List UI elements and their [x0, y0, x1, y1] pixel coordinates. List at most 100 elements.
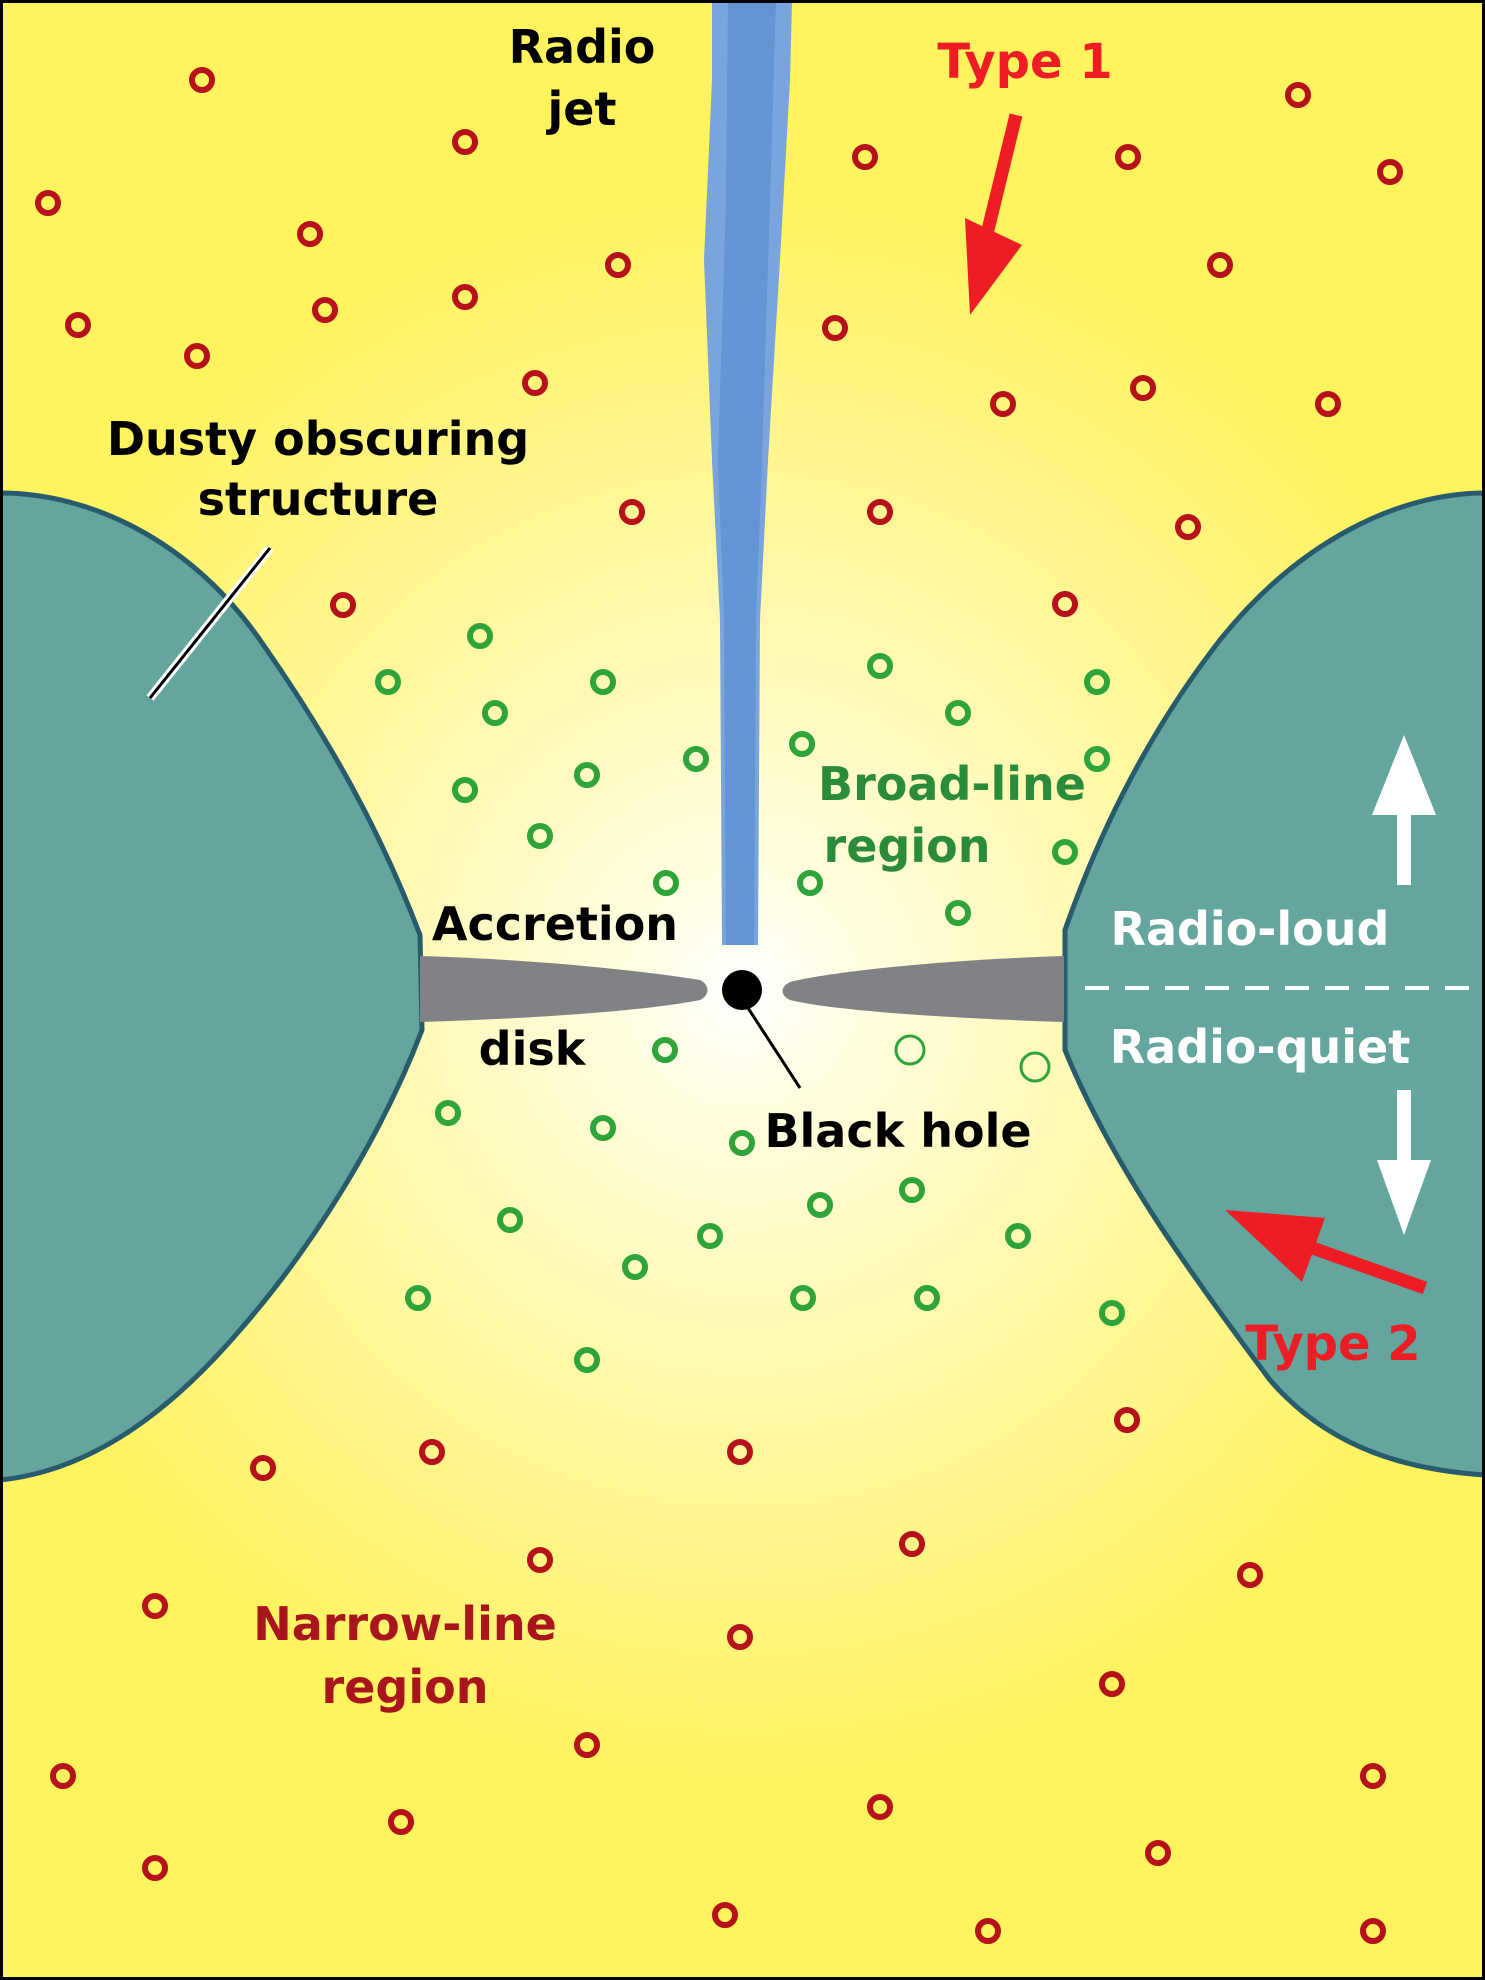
narrow-line-cloud	[50, 1763, 76, 1789]
dusty-torus-left	[0, 490, 425, 1483]
narrow-line-cloud	[250, 1455, 276, 1481]
narrow-line-cloud	[899, 1531, 925, 1557]
narrow-line-cloud	[312, 297, 338, 323]
narrow-line-cloud	[852, 144, 878, 170]
broad-line-cloud	[405, 1285, 431, 1311]
narrow-line-cloud	[1145, 1840, 1171, 1866]
accretion-disk-right	[782, 956, 1064, 1022]
narrow-line-label-line1: Narrow-line	[253, 1597, 557, 1651]
narrow-line-cloud	[297, 221, 323, 247]
broad-line-cloud	[435, 1100, 461, 1126]
accretion-label: Accretion	[432, 897, 678, 951]
broad-line-cloud	[452, 777, 478, 803]
black-hole	[722, 970, 762, 1010]
narrow-line-cloud	[867, 499, 893, 525]
narrow-line-cloud	[1237, 1562, 1263, 1588]
broad-line-cloud	[1084, 669, 1110, 695]
narrow-line-cloud	[419, 1439, 445, 1465]
narrow-line-cloud	[142, 1593, 168, 1619]
cloud-layer	[35, 67, 1403, 1944]
radio-loud-label: Radio-loud	[1111, 902, 1390, 956]
narrow-line-cloud	[1360, 1763, 1386, 1789]
narrow-line-cloud	[727, 1624, 753, 1650]
broad-line-cloud	[945, 700, 971, 726]
narrow-line-cloud	[867, 1794, 893, 1820]
narrow-line-cloud	[1175, 514, 1201, 540]
narrow-line-cloud	[1052, 591, 1078, 617]
radio-jet	[704, 0, 792, 945]
narrow-line-cloud	[65, 312, 91, 338]
narrow-line-cloud	[35, 190, 61, 216]
narrow-line-cloud	[330, 592, 356, 618]
type1-label: Type 1	[937, 34, 1112, 90]
broad-line-cloud	[652, 1037, 678, 1063]
narrow-line-cloud	[388, 1809, 414, 1835]
broad-line-label-line1: Broad-line	[818, 757, 1086, 811]
radio-jet-label-line1: Radio	[509, 20, 656, 74]
broad-line-cloud	[683, 746, 709, 772]
radio-quiet-arrow	[1377, 1090, 1431, 1235]
narrow-line-label-line2: region	[322, 1660, 489, 1714]
broad-line-cloud	[1084, 746, 1110, 772]
radio-jet-label-line2: jet	[546, 82, 617, 136]
broad-line-cloud	[622, 1254, 648, 1280]
type2-label: Type 2	[1245, 1316, 1420, 1372]
black-hole-label: Black hole	[764, 1104, 1031, 1158]
narrow-line-cloud	[1115, 144, 1141, 170]
narrow-line-cloud	[1315, 391, 1341, 417]
broad-line-cloud	[789, 731, 815, 757]
broad-line-label-line2: region	[824, 819, 991, 873]
radio-jet-core	[718, 0, 776, 945]
narrow-line-cloud	[1377, 159, 1403, 185]
broad-line-cloud	[590, 669, 616, 695]
broad-line-cloud	[899, 1177, 925, 1203]
broad-line-cloud	[1099, 1300, 1125, 1326]
type2-arrow	[1225, 1210, 1428, 1295]
narrow-line-cloud	[452, 284, 478, 310]
narrow-line-cloud	[990, 391, 1016, 417]
broad-line-cloud	[894, 1034, 926, 1066]
broad-line-cloud	[1019, 1051, 1051, 1083]
narrow-line-cloud	[189, 67, 215, 93]
broad-line-cloud	[729, 1130, 755, 1156]
dusty-structure-leader-core	[148, 547, 272, 699]
broad-line-cloud	[375, 669, 401, 695]
narrow-line-cloud	[522, 370, 548, 396]
narrow-line-cloud	[727, 1439, 753, 1465]
broad-line-cloud	[1005, 1223, 1031, 1249]
broad-line-cloud	[653, 870, 679, 896]
broad-line-cloud	[797, 870, 823, 896]
broad-line-cloud	[697, 1223, 723, 1249]
broad-line-cloud	[807, 1192, 833, 1218]
dusty-structure-label-line2: structure	[198, 472, 439, 526]
radio-loud-arrow	[1372, 735, 1436, 885]
broad-line-cloud	[467, 623, 493, 649]
broad-line-cloud	[867, 653, 893, 679]
radio-quiet-label: Radio-quiet	[1110, 1020, 1410, 1074]
accretion-disk-left	[420, 956, 708, 1022]
narrow-line-cloud	[1360, 1918, 1386, 1944]
broad-line-cloud	[1052, 839, 1078, 865]
dusty-structure-label-line1: Dusty obscuring	[107, 412, 529, 466]
disk-label: disk	[479, 1022, 587, 1076]
broad-line-cloud	[945, 900, 971, 926]
narrow-line-cloud	[975, 1918, 1001, 1944]
narrow-line-cloud	[527, 1547, 553, 1573]
broad-line-cloud	[574, 762, 600, 788]
narrow-line-cloud	[712, 1902, 738, 1928]
narrow-line-cloud	[184, 343, 210, 369]
broad-line-cloud	[790, 1285, 816, 1311]
narrow-line-cloud	[822, 315, 848, 341]
narrow-line-cloud	[619, 499, 645, 525]
broad-line-cloud	[574, 1347, 600, 1373]
narrow-line-cloud	[1285, 82, 1311, 108]
narrow-line-cloud	[605, 252, 631, 278]
narrow-line-cloud	[574, 1732, 600, 1758]
broad-line-cloud	[590, 1115, 616, 1141]
narrow-line-cloud	[452, 129, 478, 155]
narrow-line-cloud	[1207, 252, 1233, 278]
broad-line-cloud	[914, 1285, 940, 1311]
dusty-torus-right	[1062, 490, 1485, 1478]
